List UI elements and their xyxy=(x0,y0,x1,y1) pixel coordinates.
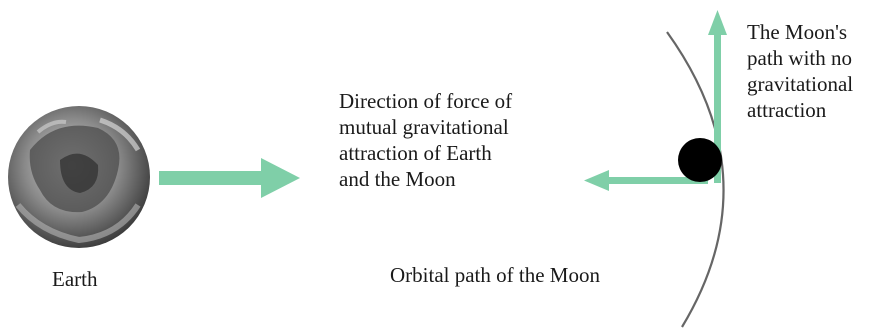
tangent-arrow-up xyxy=(708,10,727,183)
moon-path-label-line-3: gravitational xyxy=(747,72,854,96)
moon-path-label: The Moon's path with no gravitational at… xyxy=(747,19,853,123)
force-direction-label: Direction of force of mutual gravitation… xyxy=(339,88,512,192)
orbit-label: Orbital path of the Moon xyxy=(390,263,600,287)
force-arrow-right xyxy=(159,158,300,198)
moon-icon xyxy=(678,138,722,182)
earth-globe-icon xyxy=(8,106,150,248)
force-label-line-4: and the Moon xyxy=(339,167,456,191)
force-label-line-2: mutual gravitational xyxy=(339,115,509,139)
orbit-path xyxy=(666,31,725,328)
force-label-line-1: Direction of force of xyxy=(339,89,513,113)
earth-label: Earth xyxy=(52,267,98,291)
force-label-line-3: attraction of Earth xyxy=(339,141,492,165)
moon-path-label-line-1: The Moon's xyxy=(747,20,848,44)
force-arrow-left xyxy=(584,170,708,191)
moon-path-label-line-2: path with no xyxy=(747,46,852,70)
moon-path-label-line-4: attraction xyxy=(747,98,827,122)
